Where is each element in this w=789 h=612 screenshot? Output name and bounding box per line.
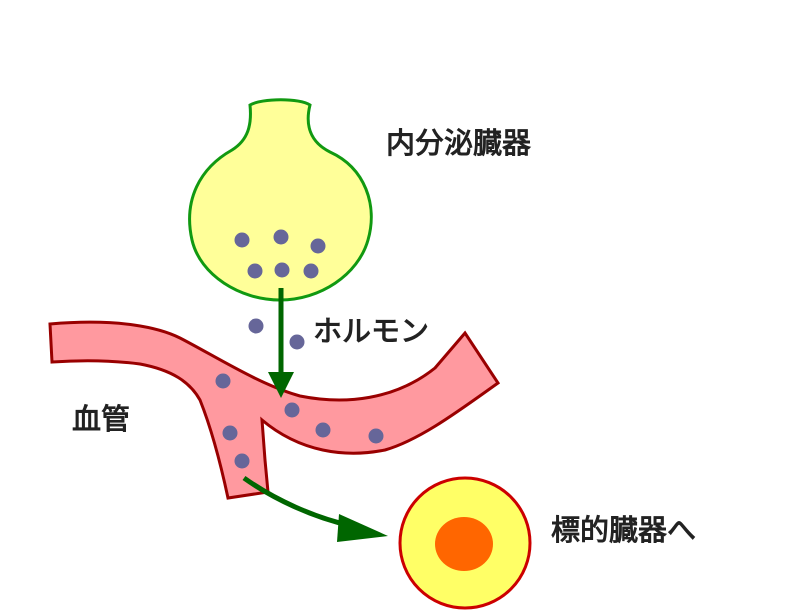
hormone-dot: [215, 373, 231, 389]
hormone-dot: [284, 402, 300, 418]
hormone-dot: [303, 263, 319, 279]
hormone-dot: [248, 318, 264, 334]
hormone-dot: [315, 422, 331, 438]
transport-arrow: [242, 475, 388, 542]
blood-vessel: [48, 320, 501, 500]
label-endocrine-organ: 内分泌臓器: [386, 126, 532, 160]
hormone-dot: [368, 428, 384, 444]
label-target-organ: 標的臓器へ: [551, 513, 696, 547]
hormone-dot: [234, 453, 250, 469]
hormone-dots-in-gland: [234, 229, 326, 279]
hormone-dots-released: [248, 318, 305, 350]
hormone-dot: [310, 238, 326, 254]
target-organ-cell: [398, 476, 532, 610]
hormone-dot: [274, 262, 290, 278]
hormone-dot: [234, 232, 250, 248]
label-blood-vessel: 血管: [72, 402, 130, 436]
hormone-dot: [247, 263, 263, 279]
hormone-dot: [273, 229, 289, 245]
hormone-dots-in-vessel: [215, 373, 384, 469]
hormone-dot: [289, 334, 305, 350]
label-hormone: ホルモン: [313, 314, 429, 348]
hormone-dot: [222, 425, 238, 441]
target-nucleus: [435, 517, 493, 571]
secretion-arrow: [268, 288, 294, 398]
endocrine-gland: [188, 98, 373, 302]
